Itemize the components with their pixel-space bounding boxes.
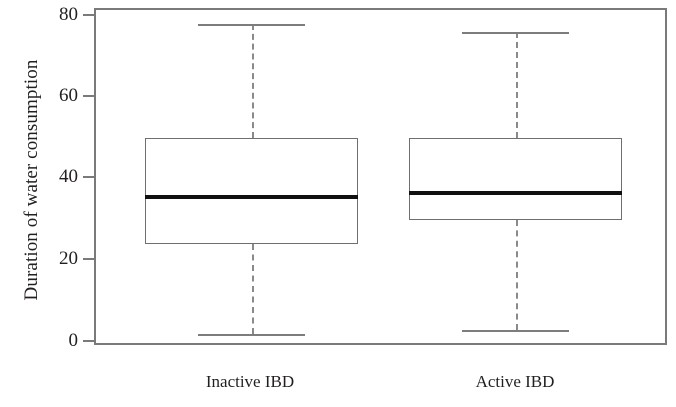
x-category-label-inactive-ibd: Inactive IBD — [205, 372, 295, 391]
y-tick-mark-80 — [83, 14, 94, 16]
y-tick-label-20: 20 — [59, 248, 78, 269]
whisker-cap-lower-active-ibd — [462, 329, 569, 332]
y-tick-label-60-wrap: 60 — [30, 86, 78, 105]
y-tick-label-80: 80 — [59, 4, 78, 25]
y-tick-label-40-wrap: 40 — [30, 167, 78, 186]
whisker-lower-active-ibd — [515, 219, 518, 330]
y-tick-mark-40 — [83, 176, 94, 178]
y-tick-label-80-wrap: 80 — [30, 5, 78, 24]
y-tick-label-20-wrap: 20 — [30, 249, 78, 268]
x-category-label-active-ibd: Active IBD — [475, 372, 555, 391]
y-tick-mark-20 — [83, 258, 94, 260]
y-tick-mark-0 — [83, 340, 94, 342]
plot-area — [94, 8, 667, 345]
whisker-cap-upper-active-ibd — [462, 32, 569, 35]
y-tick-label-0-wrap: 0 — [30, 330, 79, 351]
box-inactive-ibd — [145, 138, 358, 245]
y-tick-mark-60 — [83, 95, 94, 97]
whisker-upper-inactive-ibd — [251, 24, 254, 139]
whisker-lower-inactive-ibd — [251, 244, 254, 334]
y-tick-label-0: 0 — [68, 330, 79, 351]
whisker-cap-upper-inactive-ibd — [198, 24, 305, 27]
box-active-ibd — [409, 138, 622, 220]
median-line-inactive-ibd — [145, 195, 358, 200]
median-line-active-ibd — [409, 191, 622, 196]
whisker-upper-active-ibd — [515, 32, 518, 139]
y-tick-label-40: 40 — [59, 166, 78, 187]
y-tick-label-60: 60 — [59, 85, 78, 106]
whisker-cap-lower-inactive-ibd — [198, 333, 305, 336]
